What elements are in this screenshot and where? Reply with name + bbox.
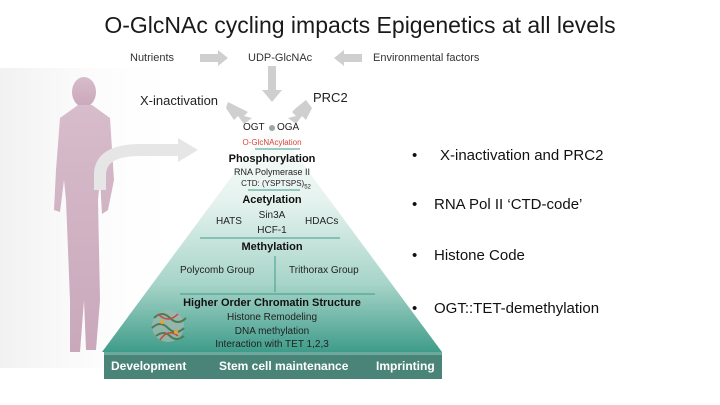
rna-polymerase-label: RNA Polymerase II xyxy=(233,167,311,177)
prc2-label: PRC2 xyxy=(313,90,348,105)
phosphorylation-title: Phosphorylation xyxy=(228,153,316,165)
ctd-label: CTD: (YSPTSPS)52 xyxy=(226,179,326,191)
oga-label: OGA xyxy=(277,122,300,133)
ctd-text: CTD: (YSPTSPS) xyxy=(241,179,305,188)
acetylation-title: Acetylation xyxy=(242,194,302,206)
bullet-item: • OGT::TET-demethylation xyxy=(412,300,599,317)
x-inactivation-label: X-inactivation xyxy=(140,93,219,108)
trithorax-label: Trithorax Group xyxy=(289,265,359,276)
level-dividers xyxy=(180,148,375,295)
bullet-dot-icon: • xyxy=(412,196,418,213)
cycle-dot-icon xyxy=(269,125,275,131)
chromatin-structure-icon xyxy=(151,310,187,342)
bullet-item: • Histone Code xyxy=(412,247,525,264)
udp-glcnac-label: UDP-GlcNAc xyxy=(248,52,313,64)
polycomb-label: Polycomb Group xyxy=(180,265,255,276)
base-bar xyxy=(104,352,442,379)
ctd-subscript: 52 xyxy=(304,184,311,191)
hdacs-label: HDACs xyxy=(305,216,339,227)
page-title: O-GlcNAc cycling impacts Epigenetics at … xyxy=(104,12,616,38)
bullet-dot-icon: • xyxy=(412,147,418,164)
bullet-item: • RNA Pol II ‘CTD-code’ xyxy=(412,196,582,213)
methylation-title: Methylation xyxy=(241,241,303,253)
oglcnacylation-label: O-GlcNAcylation xyxy=(242,138,302,147)
bullet-item: • X-inactivation and PRC2 xyxy=(412,147,603,164)
base-bar-highlight xyxy=(104,352,442,355)
dna-methylation-label: DNA methylation xyxy=(234,326,310,337)
base-imprinting-label: Imprinting xyxy=(376,359,435,373)
base-development-label: Development xyxy=(111,359,187,373)
hats-label: HATS xyxy=(216,216,242,227)
sin3a-label: Sin3A xyxy=(258,210,286,221)
tet-interaction-label: Interaction with TET 1,2,3 xyxy=(215,339,329,350)
bullet-text: OGT::TET-demethylation xyxy=(434,300,600,317)
bullet-dot-icon: • xyxy=(412,247,418,264)
arrow-diag-right-icon xyxy=(288,100,312,124)
input-arrows xyxy=(200,50,362,124)
bullet-dot-icon: • xyxy=(412,300,418,317)
curved-arrow-head-icon xyxy=(178,138,198,162)
arrow-diag-left-icon xyxy=(226,102,252,124)
histone-remodeling-label: Histone Remodeling xyxy=(226,312,318,323)
arrow-left-icon xyxy=(334,50,362,66)
bullet-text: X-inactivation and PRC2 xyxy=(440,147,604,164)
arrow-right-icon xyxy=(200,50,228,66)
environmental-factors-label: Environmental factors xyxy=(373,52,480,64)
nutrients-label: Nutrients xyxy=(130,52,175,64)
base-stem-cell-label: Stem cell maintenance xyxy=(219,359,349,373)
ogt-label: OGT xyxy=(243,122,265,133)
chromatin-title: Higher Order Chromatin Structure xyxy=(183,297,361,309)
curved-arrow-icon xyxy=(94,144,180,190)
bullet-text: RNA Pol II ‘CTD-code’ xyxy=(434,196,583,213)
bullet-text: Histone Code xyxy=(434,247,525,264)
hcf1-label: HCF-1 xyxy=(257,225,287,236)
arrow-down-icon xyxy=(262,66,282,102)
